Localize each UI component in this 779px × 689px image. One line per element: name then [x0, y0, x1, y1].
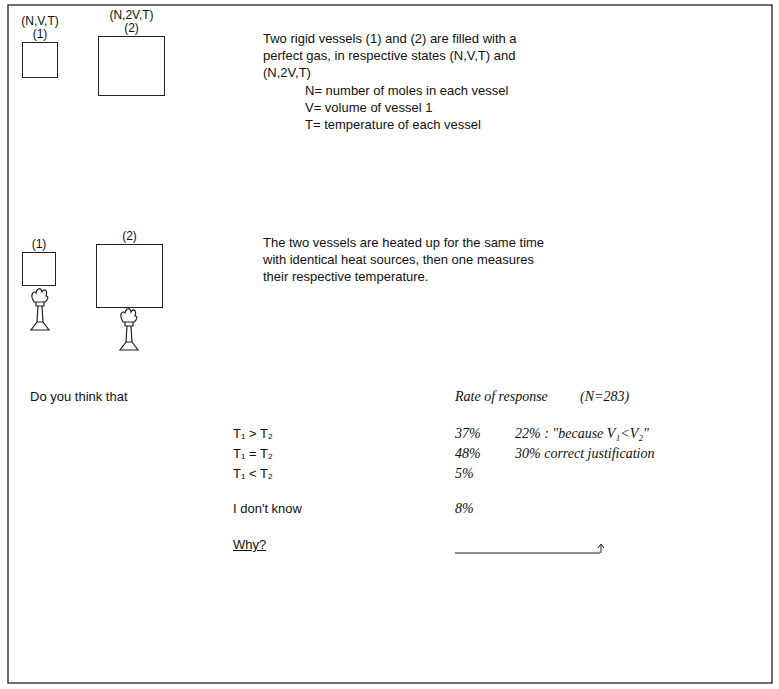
- frame: [8, 5, 772, 683]
- text-label: Two rigid vessels (1) and (2) are filled…: [263, 30, 558, 81]
- burner: [120, 309, 138, 350]
- text-label: 22% : "because V₁<V₂": [515, 425, 649, 442]
- text-label: T= temperature of each vessel: [305, 116, 481, 133]
- text-label: I don't know: [233, 500, 302, 517]
- text-label: V= volume of vessel 1: [305, 99, 433, 116]
- text-label: 48%: [455, 445, 481, 462]
- vessel-box: (N,2V,T)(2): [98, 36, 165, 96]
- vessel-label: (2): [122, 230, 137, 243]
- vessel-label: (1): [21, 28, 59, 41]
- vessel-heading: (2): [122, 230, 137, 243]
- answer-line: [455, 544, 604, 553]
- text-label: The two vessels are heated up for the sa…: [263, 234, 558, 285]
- text-label: 30% correct justification: [515, 445, 654, 462]
- vessel-box: (2): [96, 244, 163, 308]
- text-label: (N=283): [580, 388, 629, 405]
- vessel-label: (1): [32, 238, 47, 251]
- text-label: 37%: [455, 425, 481, 442]
- text-label: 8%: [455, 500, 474, 517]
- text-label: Do you think that: [30, 388, 128, 405]
- vessel-heading: (N,V,T)(1): [21, 15, 59, 41]
- vessel-label: (N,2V,T): [109, 9, 153, 22]
- vessel-heading: (1): [32, 238, 47, 251]
- burner: [31, 289, 49, 330]
- text-label: Why?: [233, 536, 266, 553]
- vessel-box: (1): [22, 252, 56, 286]
- text-label: Rate of response: [455, 388, 548, 405]
- text-label: N= number of moles in each vessel: [305, 82, 508, 99]
- vessel-box: (N,V,T)(1): [22, 42, 58, 78]
- vessel-label: (N,V,T): [21, 15, 59, 28]
- text-label: T₁ > T₂: [233, 425, 273, 442]
- text-label: T₁ < T₂: [233, 465, 273, 482]
- vessel-heading: (N,2V,T)(2): [109, 9, 153, 35]
- vessel-label: (2): [109, 22, 153, 35]
- text-label: 5%: [455, 465, 474, 482]
- text-label: T₁ = T₂: [233, 445, 273, 462]
